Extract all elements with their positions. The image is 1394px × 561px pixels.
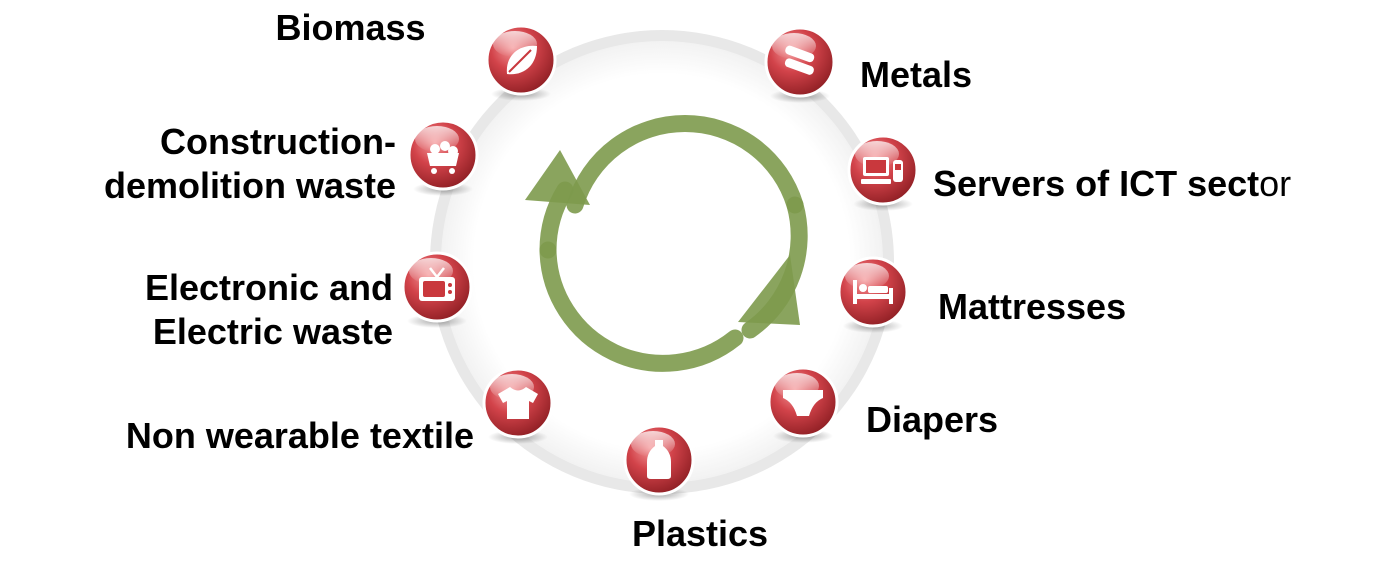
electronic-icon-button <box>401 251 473 328</box>
bottle-icon <box>647 440 671 479</box>
construction-icon-button <box>407 119 479 196</box>
recycle-arrows-icon <box>525 115 808 372</box>
label-servers: Servers of ICT sector <box>933 162 1291 206</box>
label-electronic-line1: Electronic and <box>144 267 393 308</box>
label-electronic: Electronic and Electric waste <box>0 266 393 354</box>
label-servers-tail: or <box>1259 163 1292 204</box>
label-textile: Non wearable textile <box>125 415 474 456</box>
label-construction-line1: Construction- <box>160 121 396 162</box>
plastics-icon-button <box>623 424 695 501</box>
diapers-icon-button <box>767 366 839 443</box>
mattresses-icon-button <box>837 256 909 333</box>
computer-phone-icon <box>861 157 903 184</box>
label-servers-main: Servers of ICT sect <box>933 163 1260 204</box>
tshirt-icon <box>498 387 538 419</box>
tv-icon <box>419 267 455 301</box>
metals-icon-button <box>764 26 836 103</box>
bed-icon <box>853 280 893 304</box>
label-metals: Metals <box>860 54 973 95</box>
label-diapers: Diapers <box>866 399 999 440</box>
rubble-cart-icon <box>427 141 459 174</box>
label-electronic-line2: Electric waste <box>152 311 393 352</box>
biomass-icon-button <box>485 24 557 101</box>
label-construction-line2: demolition waste <box>103 165 396 206</box>
label-biomass: Biomass <box>275 7 426 48</box>
label-mattresses: Mattresses <box>938 286 1127 327</box>
label-plastics: Plastics <box>631 513 769 554</box>
leaf-icon <box>506 45 537 75</box>
label-construction: Construction- demolition waste <box>0 120 396 208</box>
textile-icon-button <box>482 367 554 444</box>
metal-bars-icon <box>784 45 815 75</box>
diaper-icon <box>783 390 823 416</box>
servers-icon-button <box>847 134 919 211</box>
